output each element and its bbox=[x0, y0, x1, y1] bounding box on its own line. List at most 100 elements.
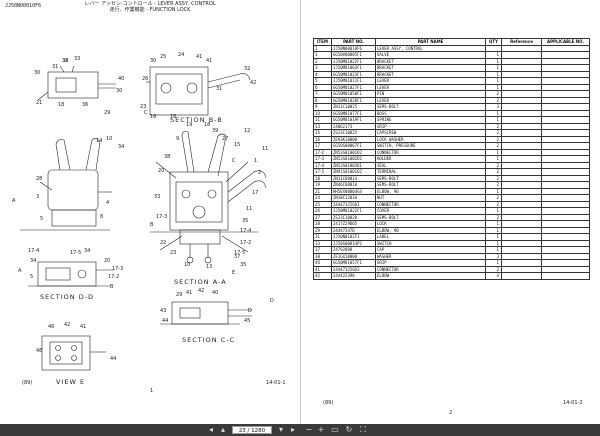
callout-number: 24 bbox=[178, 52, 184, 58]
callout-number: 17-2 bbox=[240, 240, 251, 246]
cell-applicable-no bbox=[541, 116, 590, 124]
viewer-toolbar: ◂ ▴ 23 / 1280 ▾ ▸ − + ▭ ↻ ⛶ bbox=[0, 424, 600, 436]
callout-number: 10 bbox=[106, 136, 112, 142]
callout-number: 34 bbox=[30, 258, 36, 264]
callout-number: 9 bbox=[176, 136, 179, 142]
callout-number: 17-2 bbox=[108, 274, 119, 280]
section-label-bb: SECTION B-B bbox=[170, 116, 223, 124]
callout-number: 30 bbox=[34, 70, 40, 76]
cell-applicable-no bbox=[541, 57, 590, 65]
callout-number: 5 bbox=[40, 216, 43, 222]
callout-number: 38 bbox=[164, 154, 170, 160]
callout-number: 19 bbox=[186, 122, 192, 128]
callout-number: 16 bbox=[150, 114, 156, 120]
callout-number: 17-3 bbox=[156, 214, 167, 220]
callout-number: 17 bbox=[252, 190, 258, 196]
callout-number: 32 bbox=[244, 66, 250, 72]
fit-width-icon[interactable]: ▭ bbox=[331, 425, 339, 434]
callout-number: 12 bbox=[244, 128, 250, 134]
callout-number: 41 bbox=[80, 324, 86, 330]
title-line-2: 走行、作業機能 - FUNCTION LOCK bbox=[109, 7, 191, 13]
cell-qty: 4 bbox=[485, 272, 502, 280]
page-right: ITEM PART NO. PART NAME QTY Reference AP… bbox=[300, 0, 600, 424]
callout-number: 21 bbox=[36, 100, 42, 106]
cell-applicable-no bbox=[541, 103, 590, 111]
callout-number: 13 bbox=[206, 264, 212, 270]
callout-number: 30 bbox=[116, 88, 122, 94]
callout-number: 1 bbox=[254, 158, 257, 164]
callout-number: D bbox=[270, 298, 274, 304]
callout-number: 41 bbox=[196, 54, 202, 60]
callout-number: 38 bbox=[62, 58, 68, 64]
cell-applicable-no bbox=[541, 90, 590, 98]
callout-number: 32 bbox=[62, 58, 68, 64]
zoom-out-icon[interactable]: − bbox=[305, 425, 313, 434]
zoom-in-icon[interactable]: + bbox=[317, 425, 325, 434]
parts-table: ITEM PART NO. PART NAME QTY Reference AP… bbox=[313, 38, 590, 280]
cell-applicable-no bbox=[541, 83, 590, 91]
callout-number: 35 bbox=[242, 218, 248, 224]
rotate-icon[interactable]: ↻ bbox=[345, 425, 353, 434]
footer-page-number-right: 2 bbox=[449, 410, 453, 416]
callout-number: 3 bbox=[36, 194, 39, 200]
callout-number: 29 bbox=[104, 110, 110, 116]
callout-number: 46 bbox=[48, 324, 54, 330]
page-down-icon[interactable]: ▾ bbox=[278, 425, 283, 434]
page-indicator-input[interactable]: 23 / 1280 bbox=[232, 426, 272, 434]
callout-number: 17-4 bbox=[28, 248, 39, 254]
page-up-icon[interactable]: ▴ bbox=[220, 425, 225, 434]
section-labels: SECTION B-B SECTION A-A SECTION D-D SECT… bbox=[40, 116, 234, 386]
callout-number: 34 bbox=[84, 248, 90, 254]
callout-number: 11 bbox=[262, 146, 268, 152]
footer-ref-left: 14-01-1 bbox=[266, 380, 286, 386]
prev-page-icon[interactable]: ◂ bbox=[208, 425, 213, 434]
callout-number: 25 bbox=[160, 54, 166, 60]
cell-part-no: 244422398 bbox=[331, 272, 376, 280]
callout-number: 42 bbox=[198, 288, 204, 294]
callout-number: 37 bbox=[234, 254, 240, 260]
parts-diagram: SECTION B-B SECTION A-A SECTION D-D SECT… bbox=[12, 52, 274, 386]
col-header-applicable-no: APPLICABLE NO. bbox=[541, 38, 590, 46]
section-label-aa: SECTION A-A bbox=[174, 278, 227, 286]
callout-number: 20 bbox=[158, 168, 164, 174]
cell-part-name: ELBOW bbox=[375, 272, 486, 280]
callout-number: 26 bbox=[142, 76, 148, 82]
callout-number: 16 bbox=[170, 114, 176, 120]
next-page-icon[interactable]: ▸ bbox=[290, 425, 295, 434]
callout-number: 17-5 bbox=[234, 250, 245, 256]
callout-number: 11 bbox=[246, 206, 252, 212]
callout-number: 31 bbox=[52, 64, 58, 70]
callout-number: 44 bbox=[162, 318, 168, 324]
fullscreen-icon[interactable]: ⛶ bbox=[360, 425, 366, 434]
callout-number: C bbox=[144, 110, 148, 116]
page-left: JJ50N00010F6 レバー アッセン.コントロール - LEVER ASS… bbox=[0, 0, 300, 424]
callout-number: C bbox=[232, 158, 236, 164]
callout-number: 40 bbox=[212, 290, 218, 296]
callout-number: 33 bbox=[74, 56, 80, 62]
callout-number: 36 bbox=[82, 102, 88, 108]
footer-page-number-left: 1 bbox=[150, 388, 154, 394]
callout-number: 4 bbox=[106, 200, 109, 206]
callout-number: 23 bbox=[140, 104, 146, 110]
callout-number: 41 bbox=[186, 290, 192, 296]
callout-number: 28 bbox=[36, 176, 42, 182]
callout-number: 48 bbox=[36, 348, 42, 354]
callout-number: 17-4 bbox=[240, 228, 251, 234]
callout-number: 17-5 bbox=[70, 250, 81, 256]
callout-number: 31 bbox=[216, 86, 222, 92]
footer-code-left: (89) bbox=[22, 380, 33, 386]
cell-applicable-no bbox=[541, 96, 590, 104]
callout-number: E bbox=[232, 270, 235, 276]
